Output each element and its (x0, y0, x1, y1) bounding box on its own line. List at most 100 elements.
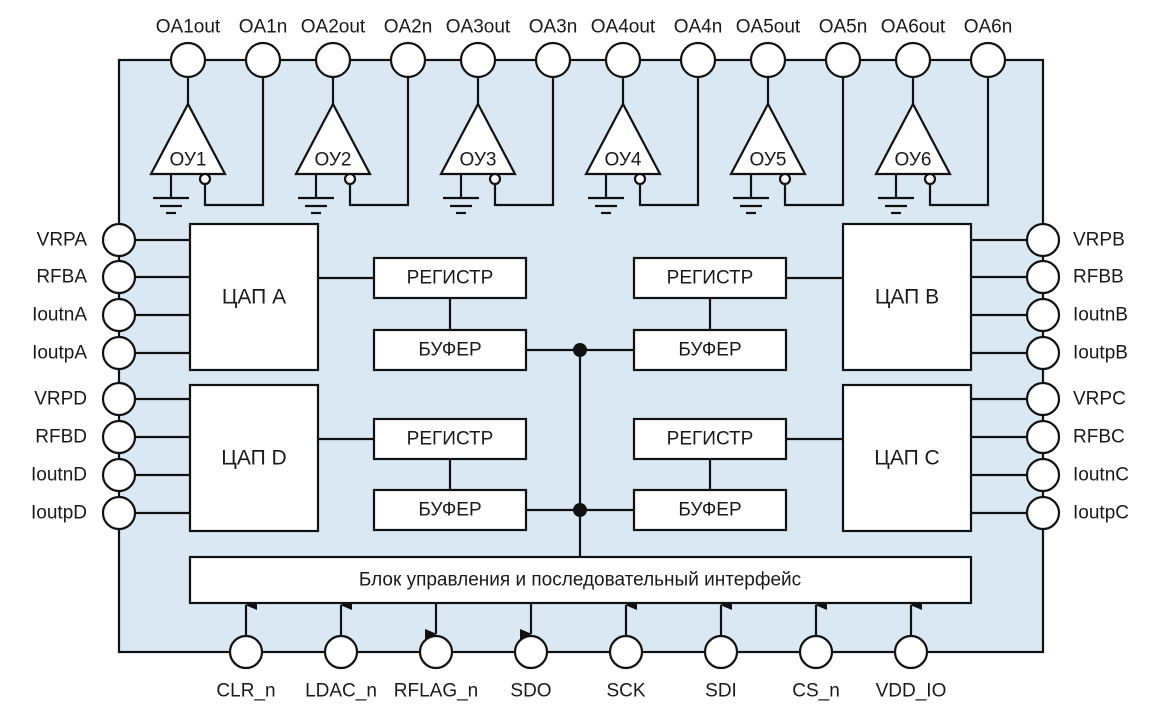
pin-label-ioutpb: IoutpB (1073, 343, 1128, 364)
pin-label-oa2out: OA2out (301, 17, 366, 38)
pin-oa4out (604, 41, 642, 79)
control-interface-block (188, 555, 973, 605)
pin-ioutpa (101, 335, 137, 371)
opamp-2-label: ОУ2 (315, 150, 352, 171)
pin-oa3n (534, 41, 572, 79)
pin-label-ioutpa: IoutpA (32, 343, 87, 364)
pin-ioutnb (1025, 297, 1061, 333)
pin-label-sck: SCK (606, 681, 645, 702)
inverting-input-bubble (778, 172, 792, 186)
pin-sck (608, 634, 644, 670)
register-label: РЕГИСТР (407, 268, 494, 289)
pin-label-vrpc: VRPC (1073, 389, 1126, 410)
pin-label-oa6out: OA6out (881, 17, 946, 38)
pin-vrpa (101, 222, 137, 258)
pin-label-oa3out: OA3out (446, 17, 511, 38)
opamp-6-feedback-wire (928, 77, 990, 207)
register-block (372, 256, 528, 300)
opamp-5-feedback-wire (783, 77, 845, 207)
pin-label-sdi: SDI (705, 681, 737, 702)
bus-junction-dot (573, 343, 587, 357)
pin-ldac-n (323, 634, 359, 670)
register-label: РЕГИСТР (407, 429, 494, 450)
pin-cs-n (798, 634, 834, 670)
pin-label-oa1n: OA1n (239, 17, 288, 38)
register-label: РЕГИСТР (667, 429, 754, 450)
buffer-block (632, 488, 788, 532)
pin-oa5out (749, 41, 787, 79)
pin-ioutpd (101, 495, 137, 531)
pin-label-ioutpd: IoutpD (31, 503, 87, 524)
buffer-label: БУФЕР (678, 500, 741, 521)
pin-label-oa3n: OA3n (529, 17, 578, 38)
opamp-4-triangle (584, 101, 662, 176)
pin-oa2out (314, 41, 352, 79)
pin-label-oa2n: OA2n (384, 17, 433, 38)
inverting-input-bubble (198, 172, 212, 186)
opamp-3-feedback-wire (493, 77, 555, 207)
register-block (632, 417, 788, 461)
opamp-1-feedback-wire (203, 77, 265, 207)
pin-label-sdo: SDO (510, 681, 551, 702)
dac-d-block (188, 383, 320, 533)
opamp-5-triangle (729, 101, 807, 176)
buffer-block (632, 328, 788, 372)
pin-label-clr-n: CLR_n (216, 681, 275, 702)
opamp-6-triangle (874, 101, 952, 176)
dac-b-block (841, 222, 973, 372)
dac-c-block (841, 383, 973, 533)
opamp-4-feedback-wire (638, 77, 700, 207)
pin-ioutnd (101, 457, 137, 493)
buffer-block (372, 328, 528, 372)
pin-label-cs-n: CS_n (792, 681, 840, 702)
opamp-1-label: ОУ1 (170, 150, 207, 171)
opamp-3-label: ОУ3 (460, 150, 497, 171)
pin-label-ioutna: IoutnA (32, 305, 87, 326)
pin-ioutna (101, 297, 137, 333)
pin-label-rflag-n: RFLAG_n (394, 681, 478, 702)
pin-oa1n (244, 41, 282, 79)
register-block (372, 417, 528, 461)
pin-label-vrpb: VRPB (1073, 230, 1125, 251)
pin-label-vdd-io: VDD_IO (876, 681, 947, 702)
pin-rfbc (1025, 419, 1061, 455)
pin-sdo (513, 634, 549, 670)
dac-c-label: ЦАП C (874, 447, 939, 470)
inverting-input-bubble (343, 172, 357, 186)
buffer-label: БУФЕР (418, 340, 481, 361)
opamp-5-label: ОУ5 (750, 150, 787, 171)
dac-b-label: ЦАП B (875, 286, 939, 309)
pin-label-ioutnd: IoutnD (31, 465, 87, 486)
pin-vrpc (1025, 381, 1061, 417)
inverting-input-bubble (488, 172, 502, 186)
pin-label-oa5n: OA5n (819, 17, 868, 38)
pin-label-rfbb: RFBB (1073, 267, 1124, 288)
pin-vdd-io (893, 634, 929, 670)
pin-label-ioutnb: IoutnB (1073, 305, 1128, 326)
pin-oa3out (459, 41, 497, 79)
pin-vrpd (101, 381, 137, 417)
pin-rfbd (101, 419, 137, 455)
pin-label-rfbc: RFBC (1073, 427, 1125, 448)
pin-label-ldac-n: LDAC_n (305, 681, 377, 702)
pin-ioutnc (1025, 457, 1061, 493)
buffer-block (372, 488, 528, 532)
pin-clr-n (228, 634, 264, 670)
pin-oa2n (389, 41, 427, 79)
pin-label-oa1out: OA1out (156, 17, 221, 38)
opamp-3-triangle (439, 101, 517, 176)
buffer-label: БУФЕР (678, 340, 741, 361)
pin-label-rfba: RFBA (36, 267, 87, 288)
pin-ioutpc (1025, 495, 1061, 531)
pin-rflag-n (418, 634, 454, 670)
pin-label-oa6n: OA6n (964, 17, 1013, 38)
blocks (149, 101, 973, 605)
opamp-4-label: ОУ4 (605, 150, 642, 171)
pin-label-vrpd: VRPD (34, 389, 87, 410)
pin-ioutpb (1025, 335, 1061, 371)
pin-vrpb (1025, 222, 1061, 258)
pins (101, 41, 1061, 670)
register-block (632, 256, 788, 300)
